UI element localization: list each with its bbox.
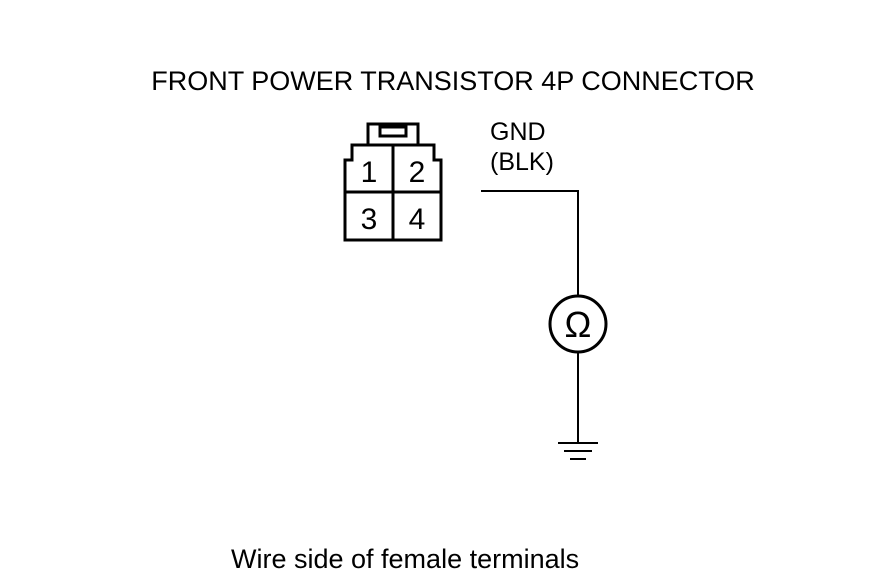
ohmmeter: Ω — [548, 294, 608, 354]
ground-icon — [558, 442, 598, 460]
diagram-caption: Wire side of female terminals — [231, 544, 580, 574]
connector-latch-inner — [378, 125, 408, 138]
terminal-2: 2 — [409, 156, 426, 189]
connector — [343, 122, 443, 242]
gnd-wire — [481, 190, 579, 296]
ohm-icon: Ω — [565, 304, 592, 345]
connector-body — [343, 143, 443, 242]
terminal-1: 1 — [361, 156, 378, 189]
wire-color-label: (BLK) — [490, 148, 554, 176]
terminal-4: 4 — [409, 203, 426, 236]
wire-name-label: GND — [490, 118, 546, 146]
terminal-3: 3 — [361, 203, 378, 236]
diagram-title: FRONT POWER TRANSISTOR 4P CONNECTOR — [151, 66, 755, 96]
connector-latch — [366, 122, 420, 145]
